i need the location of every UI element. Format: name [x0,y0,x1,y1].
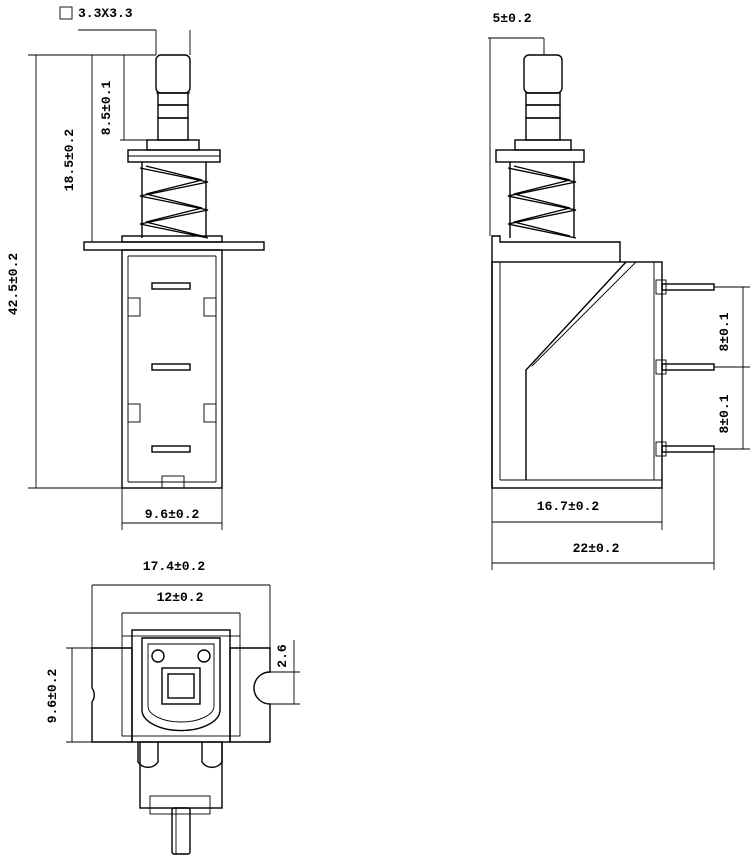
front-width-label: 9.6±0.2 [145,507,200,522]
front-spring [139,162,209,239]
side-stem-width-label: 5±0.2 [492,11,531,26]
side-view: 5±0.2 8±0.1 8±0.1 16.7±0.2 22±0.2 [488,11,750,570]
side-spring [507,162,577,239]
body-depth-label: 16.7±0.2 [537,499,600,514]
stem-height-label: 18.5±0.2 [62,129,77,192]
pin-pitch-upper-label: 8±0.1 [717,312,732,351]
total-height-label: 42.5±0.2 [6,253,21,316]
side-body [491,235,715,489]
slot-width-label: 2.6 [275,644,290,668]
front-plunger [127,54,221,163]
bottom-body-width-label: 9.6±0.2 [45,668,60,723]
side-dimensions [488,37,750,570]
side-plunger [495,54,585,163]
flange-width-label: 17.4±0.2 [143,559,206,574]
square-symbol-icon [59,6,73,20]
pin-pitch-lower-label: 8±0.1 [717,394,732,433]
overall-depth-label: 22±0.2 [573,541,620,556]
cap-height-label: 8.5±0.1 [99,80,114,135]
front-flange [83,235,265,251]
mount-width-label: 12±0.2 [157,590,204,605]
front-dimensions [28,29,223,530]
bottom-view: 17.4±0.2 12±0.2 9.6±0.2 2.6 [45,559,300,855]
front-body [121,249,223,489]
pin-size-label: 3.3X3.3 [78,6,133,21]
bottom-flange [91,629,271,855]
bottom-dimensions [66,584,300,743]
front-view: 3.3X3.3 42.5±0.2 18.5±0.2 8.5±0.1 9.6±0.… [6,6,265,530]
